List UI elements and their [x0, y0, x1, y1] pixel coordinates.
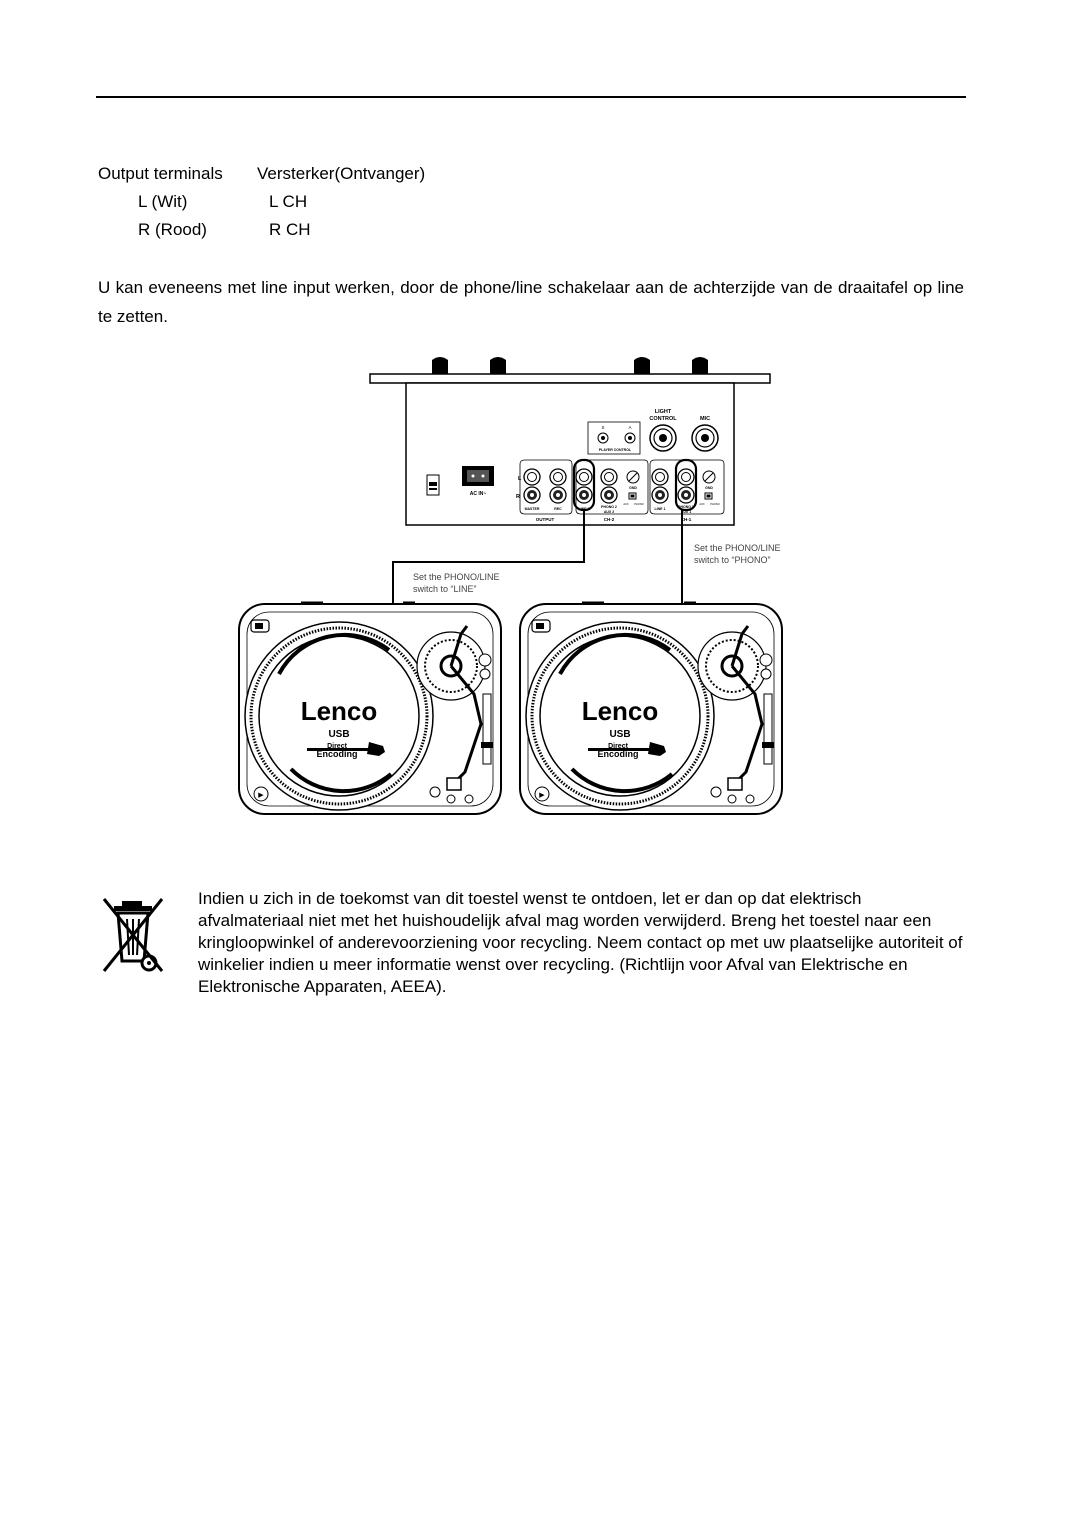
- ch1-group-box: [649, 459, 725, 515]
- master-label: MASTER: [525, 507, 540, 511]
- turntable-left: Lenco USB Direct Encoding: [237, 601, 503, 816]
- master-left-jack: [523, 468, 541, 486]
- master-right-jack: [523, 486, 541, 504]
- terminal-right: R (Rood): [138, 220, 207, 239]
- mixer-top-rail: [369, 373, 771, 384]
- ch1-label: CH-1: [681, 517, 692, 522]
- mic-label: MIC: [700, 416, 710, 422]
- connection-diagram: ▶ LIGHT CONTROL MIC S A: [237, 357, 784, 816]
- phono-small-label-ch2: PHONO: [634, 502, 644, 506]
- weee-disposal-text: Indien u zich in de toekomst van dit toe…: [198, 889, 963, 996]
- header-rule: [96, 96, 966, 98]
- direct-label-right: Direct: [608, 743, 629, 750]
- usb-label-right: USB: [609, 729, 630, 740]
- mixer-knobs: [432, 357, 708, 374]
- s-label: S: [601, 425, 604, 430]
- terminal-left: L (Wit): [138, 192, 188, 211]
- note-phono-text-1: Set the PHONO/LINE: [694, 543, 781, 553]
- channel-right: R CH: [269, 220, 311, 239]
- gnd-label-ch1: GND: [705, 486, 713, 490]
- line1-label: LINE 1: [655, 507, 666, 511]
- mic-jack: [691, 424, 719, 452]
- phono-small-label-ch1: PHONO: [710, 502, 720, 506]
- cable-line-input: [392, 510, 585, 604]
- encoding-label-left: Encoding: [317, 749, 358, 759]
- output-group-box: [519, 459, 573, 515]
- amplifier-heading: Versterker(Ontvanger): [257, 164, 426, 183]
- ch2-label: CH-2: [604, 517, 615, 522]
- phono2-label: PHONO 2: [601, 505, 617, 509]
- aux2-label: AUX 2: [604, 510, 614, 514]
- usb-label-left: USB: [328, 729, 349, 740]
- line2-right-jack: [575, 486, 593, 504]
- rec-right-jack: [549, 486, 567, 504]
- light-control-label-1: LIGHT: [655, 409, 672, 415]
- note-line-text-2: switch to “LINE”: [413, 584, 477, 594]
- brand-logo-left: Lenco: [301, 696, 378, 726]
- r-row-label: R: [516, 494, 520, 500]
- line-input-paragraph: U kan eveneens met line input werken, do…: [98, 278, 964, 326]
- output-terminals-heading: Output terminals: [98, 164, 223, 183]
- rec-left-jack: [549, 468, 567, 486]
- gnd-terminal-ch1: [702, 470, 716, 484]
- ac-inlet: [462, 466, 494, 486]
- gnd-terminal-ch2: [626, 470, 640, 484]
- encoding-label-right: Encoding: [598, 749, 639, 759]
- phono1-left-jack: [677, 468, 695, 486]
- phono1-right-jack: [677, 486, 695, 504]
- light-control-jack: [649, 424, 677, 452]
- crossed-out-bin-icon: [102, 898, 164, 972]
- phono2-right-jack: [600, 486, 618, 504]
- player-control-label: PLAYER CONTROL: [599, 448, 632, 452]
- power-switch: [426, 474, 440, 496]
- turntable-right: Lenco USB Direct Encoding: [518, 601, 784, 816]
- mixer-rear-panel: [405, 382, 735, 526]
- direct-label-left: Direct: [327, 743, 348, 750]
- phono1-plug-highlight: [674, 458, 698, 512]
- line2-left-jack: [575, 468, 593, 486]
- aux1-label: AUX 1: [681, 510, 691, 514]
- a-label: A: [628, 425, 631, 430]
- line1-left-jack: [651, 468, 669, 486]
- phono2-left-jack: [600, 468, 618, 486]
- aux-small-label-ch1: AUX: [699, 502, 705, 506]
- rec-label: REC: [554, 507, 562, 511]
- brand-logo-right: Lenco: [582, 696, 659, 726]
- output-label: OUTPUT: [536, 517, 555, 522]
- channel-left: L CH: [269, 192, 308, 211]
- note-line-text-1: Set the PHONO/LINE: [413, 572, 500, 582]
- player-control-box: [587, 421, 641, 455]
- light-control-label-2: CONTROL: [649, 416, 677, 422]
- line1-right-jack: [651, 486, 669, 504]
- phono1-label: PHONO 1: [678, 505, 694, 509]
- gnd-label-ch2: GND: [629, 486, 637, 490]
- note-phono-text-2: switch to “PHONO”: [694, 555, 771, 565]
- ac-in-label: AC IN~: [470, 491, 487, 497]
- aux-small-label-ch2: AUX: [623, 502, 629, 506]
